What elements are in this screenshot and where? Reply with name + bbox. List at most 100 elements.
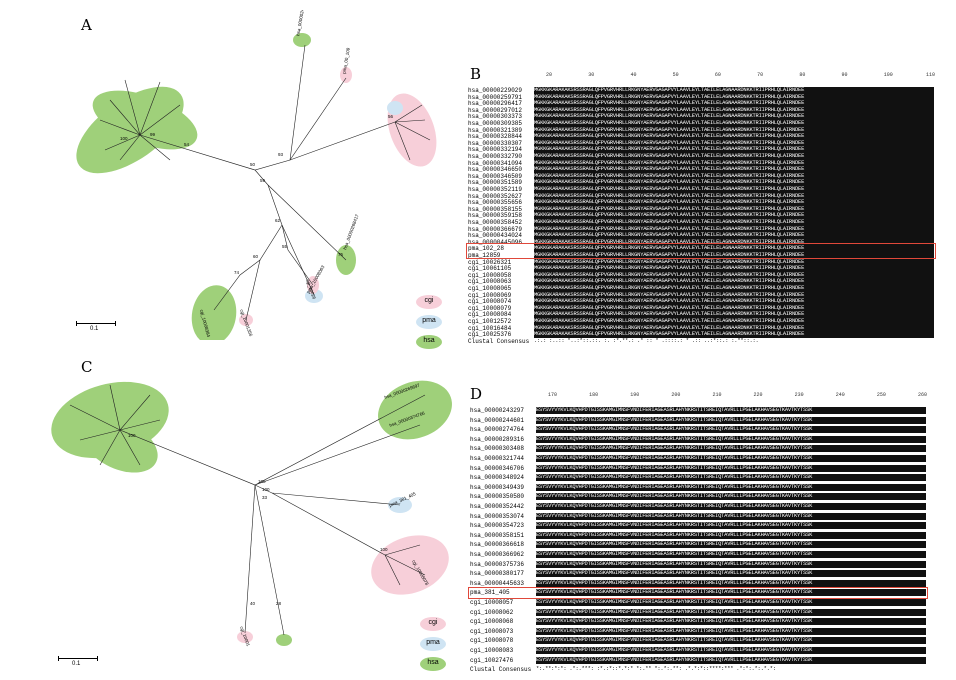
consensus-symbols: .:.: :..:: *..:*::.::. :. :*.**.: .* :: … [534, 337, 759, 344]
legend-swatch-cgi [416, 295, 442, 309]
legend-c-swatch-pma [420, 637, 446, 651]
leaf-label-pma-top: pma_00_109 [341, 47, 351, 74]
phylogenetic-tree-a: hsa_00000245690 pma_00_109 hsa_000002684… [76, 10, 437, 340]
hsa-cluster-c-right [378, 380, 452, 440]
d-ruler-tick: 250 [876, 392, 886, 398]
sequence-name: cgi_10008079 [468, 304, 512, 312]
sequence-residues: MGKKGKARAKAKSRSSRAGLQFPVGRVHRLLRKGNYAERV… [534, 93, 934, 101]
sequence-residues: MGKKGKARAKAKSRSSRAGLQFPVGRVHRLLRKGNYAERV… [534, 159, 934, 167]
sequence-name: hsa_00000303373 [468, 113, 523, 121]
sequence-residues: MGKKGKARAKAKSRSSRAGLQFPVGRVHRLLRKGNYAERV… [534, 271, 934, 279]
legend-label-cgi: cgi [424, 297, 434, 304]
sequence-name: hsa_00000366962 [470, 551, 525, 558]
sequence-residues: MGKKGKARAKAKSRSSRAGLQFPVGRVHRLLRKGNYAERV… [534, 186, 934, 193]
sequence-residues: MGKKGKARAKAKSRSSRAGLQFPVGRVHRLLRKGNYAERV… [534, 291, 934, 299]
sequence-residues: MGKKGKARAKAKSRSSRAGLQFPVGRVHRLLRKGNYAERV… [534, 146, 934, 154]
sequence-name: hsa_00000259791 [468, 93, 523, 101]
sequence-name: cgi_10012572 [468, 318, 512, 325]
sequence-residues: MGKKGKARAKAKSRSSRAGLQFPVGRVHRLLRKGNYAERV… [534, 126, 934, 134]
sequence-name: cgi_10008063 [468, 278, 512, 286]
pma-leaf-a [387, 101, 403, 115]
sequence-residues: MGKKGKARAKAKSRSSRAGLQFPVGRVHRLLRKGNYAERV… [534, 318, 934, 325]
phylogenetic-tree-c: hsa_00000269697 hsa_00000374766 pma_381_… [51, 380, 452, 647]
sequence-name: hsa_00000346509 [468, 172, 523, 180]
sequence-residues: ESYSVYVYKVLKQVHPDTGISSKAMGIMNSFVNDIFERIA… [536, 493, 926, 501]
sequence-name: hsa_00000244601 [470, 416, 525, 424]
sequence-name: hsa_00000332194 [468, 146, 523, 154]
sequence-residues: MGKKGKARAKAKSRSSRAGLQFPVGRVHRLLRKGNYAERV… [534, 87, 934, 94]
bootstrap-c-3: 33 [262, 495, 268, 500]
sequence-residues: ESYSVYVYKVLKQVHPDTGISSKAMGIMNSFVNDIFERIA… [536, 627, 926, 635]
sequence-residues: MGKKGKARAKAKSRSSRAGLQFPVGRVHRLLRKGNYAERV… [534, 120, 934, 127]
sequence-name: cgi_10008074 [468, 298, 512, 306]
legend-c-label-pma: pma [426, 639, 440, 646]
bootstrap-a-10: 54 [184, 142, 190, 147]
sequence-name: hsa_00000346706 [470, 464, 525, 472]
sequence-residues: MGKKGKARAKAKSRSSRAGLQFPVGRVHRLLRKGNYAERV… [534, 232, 934, 240]
sequence-name: hsa_00000321744 [470, 455, 525, 462]
sequence-name: hsa_00000358452 [468, 219, 523, 226]
sequence-name: hsa_00000366679 [468, 225, 523, 233]
sequence-residues: MGKKGKARAKAKSRSSRAGLQFPVGRVHRLLRKGNYAERV… [534, 133, 934, 141]
sequence-name: hsa_00000289316 [470, 435, 525, 443]
consensus-symbols: *:.**:*:*: .*:.***: :*.:*::*.*:* *:.** *… [536, 666, 776, 673]
sequence-residues: ESYSVYVYKVLKQVHPDTGISSKAMGIMNSFVNDIFERIA… [536, 647, 926, 654]
sequence-residues: MGKKGKARAKAKSRSSRAGLQFPVGRVHRLLRKGNYAERV… [534, 172, 934, 180]
sequence-name: cgi_10027476 [470, 656, 514, 664]
b-ruler-tick: 40 [630, 72, 637, 78]
sequence-residues: MGKKGKARAKAKSRSSRAGLQFPVGRVHRLLRKGNYAERV… [534, 139, 934, 147]
sequence-residues: ESYSVYVYKVLKQVHPDTGISSKAMGIMNSFVNDIFERIA… [536, 541, 926, 549]
sequence-name: hsa_00000358155 [468, 205, 523, 213]
bootstrap-c-6: 28 [276, 601, 282, 606]
d-ruler-tick: 260 [918, 392, 928, 398]
sequence-residues: MGKKGKARAKAKSRSSRAGLQFPVGRVHRLLRKGNYAERV… [534, 258, 934, 266]
sequence-name: hsa_00000434024 [468, 232, 523, 240]
sequence-name: hsa_00000355656 [468, 199, 523, 207]
legend-c-item-hsa: hsa [420, 656, 490, 674]
sequence-name: hsa_00000332790 [468, 153, 523, 160]
sequence-residues: ESYSVYVYKVLKQVHPDTGISSKAMGIMNSFVNDIFERIA… [536, 512, 926, 520]
sequence-name: cgi_10008078 [470, 637, 514, 645]
sequence-residues: ESYSVYVYKVLKQVHPDTGISSKAMGIMNSFVNDIFERIA… [536, 570, 926, 578]
sequence-residues: MGKKGKARAKAKSRSSRAGLQFPVGRVHRLLRKGNYAERV… [534, 324, 934, 332]
scale-bar-line-c [58, 656, 98, 661]
bootstrap-a-2: 50 [250, 162, 256, 167]
sequence-name: cgi_10026321 [468, 258, 512, 266]
legend-c-swatch-hsa [420, 657, 446, 671]
sequence-residues: MGKKGKARAKAKSRSSRAGLQFPVGRVHRLLRKGNYAERV… [534, 199, 934, 207]
bootstrap-a-9: 75 [338, 252, 344, 257]
sequence-name: hsa_00000274764 [470, 426, 525, 434]
b-ruler-tick: 80 [799, 72, 806, 78]
b-ruler-tick: 30 [588, 72, 595, 78]
sequence-name: cgi_10008057 [470, 599, 514, 606]
sequence-name: hsa_00000445633 [470, 579, 525, 587]
scale-bar-line-a [76, 321, 116, 326]
d-ruler-tick: 240 [835, 392, 845, 398]
bootstrap-c-2: 100 [380, 547, 388, 552]
sequence-name: hsa_00000321389 [468, 126, 523, 134]
sequence-residues: MGKKGKARAKAKSRSSRAGLQFPVGRVHRLLRKGNYAERV… [534, 212, 934, 220]
scale-bar-label-a: 0.1 [90, 326, 99, 332]
sequence-name: hsa_00000366618 [470, 541, 525, 549]
legend-item-cgi: cgi [416, 294, 486, 312]
leaf-label-hsa-lower: hsa_00000268417 [342, 213, 360, 250]
sequence-residues: MGKKGKARAKAKSRSSRAGLQFPVGRVHRLLRKGNYAERV… [534, 219, 934, 226]
sequence-residues: MGKKGKARAKAKSRSSRAGLQFPVGRVHRLLRKGNYAERV… [534, 245, 934, 253]
bootstrap-a-7: 74 [234, 270, 240, 275]
sequence-name: cgi_10008084 [468, 311, 512, 319]
sequence-residues: ESYSVYVYKVLKQVHPDTGISSKAMGIMNSFVNDIFERIA… [536, 474, 926, 482]
sequence-residues: MGKKGKARAKAKSRSSRAGLQFPVGRVHRLLRKGNYAERV… [534, 285, 934, 292]
consensus-label: Clustal Consensus [470, 666, 532, 674]
sequence-name: hsa_00000348924 [470, 474, 525, 482]
b-ruler-tick: 60 [714, 72, 721, 78]
sequence-name: hsa_00000296417 [468, 100, 523, 108]
d-ruler-tick: 220 [753, 392, 763, 398]
consensus-label: Clustal Consensus [468, 337, 530, 345]
sequence-residues: ESYSVYVYKVLKQVHPDTGISSKAMGIMNSFVNDIFERIA… [536, 579, 926, 587]
legend-label-hsa: hsa [423, 337, 435, 344]
sequence-residues: MGKKGKARAKAKSRSSRAGLQFPVGRVHRLLRKGNYAERV… [534, 304, 934, 312]
bootstrap-c-1: 100 [128, 433, 136, 438]
sequence-name: cgi_10008073 [470, 627, 514, 635]
bootstrap-a-5: 55 [282, 244, 288, 249]
bootstrap-a-3: 59 [260, 178, 266, 183]
